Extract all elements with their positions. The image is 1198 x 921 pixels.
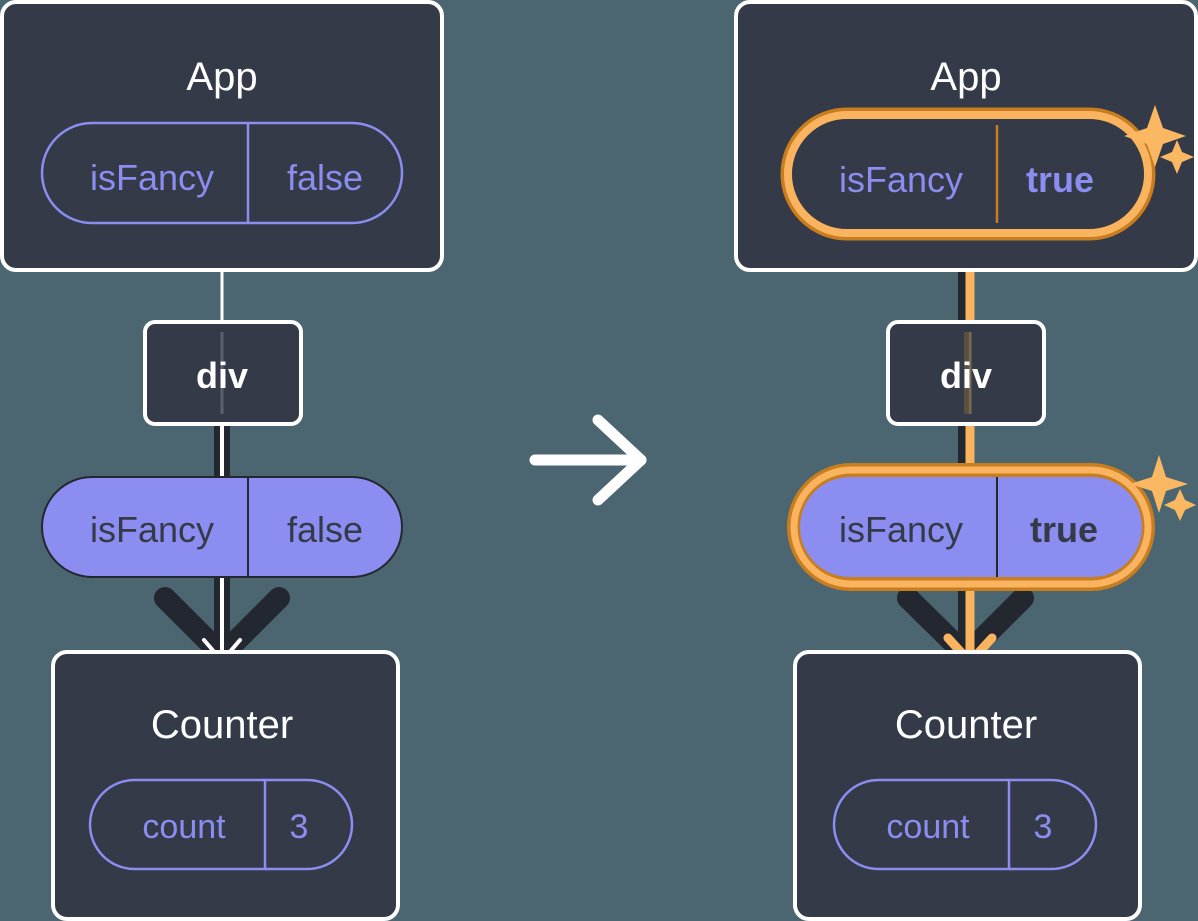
app-box-before — [0, 0, 444, 272]
prop-pill-value-before: false — [287, 509, 363, 550]
prop-pill-highlight-inner-after — [790, 466, 1152, 588]
app-box-title-before: App — [186, 55, 257, 99]
app-pill-highlight-inner-after — [784, 111, 1152, 237]
counter-pill-value-before: 3 — [290, 808, 309, 846]
counter-pill-before — [88, 778, 354, 871]
app-box-title-after: App — [930, 55, 1001, 99]
prop-pill-key-after: isFancy — [839, 509, 963, 550]
app-pill-before — [40, 121, 404, 225]
panel-after: App isFancy true div — [734, 0, 1198, 921]
prop-pill-before — [41, 476, 403, 578]
prop-pill-after — [800, 477, 1142, 577]
div-box-title-before: div — [196, 355, 248, 396]
counter-box-title-after: Counter — [895, 703, 1037, 747]
app-pill-key-after: isFancy — [839, 159, 963, 200]
app-pill-value-after: true — [1026, 159, 1094, 200]
counter-pill-after — [832, 778, 1098, 871]
transition-arrow-right-icon — [529, 414, 647, 506]
app-pill-key-before: isFancy — [90, 157, 214, 198]
sparkle-prop-icon — [1130, 455, 1196, 521]
counter-pill-key-after: count — [886, 808, 970, 846]
counter-box-before — [51, 650, 400, 921]
counter-box-title-before: Counter — [151, 703, 293, 747]
counter-pill-value-after: 3 — [1034, 808, 1053, 846]
counter-box-after — [793, 650, 1142, 921]
panel-before: App isFancy false div isFancy false Coun… — [0, 0, 444, 921]
app-pill-after — [792, 119, 1144, 229]
sparkle-app-icon — [1124, 105, 1194, 174]
counter-pill-key-before: count — [142, 808, 226, 846]
prop-pill-key-before: isFancy — [90, 509, 214, 550]
div-box-title-after: div — [940, 355, 992, 396]
prop-pill-value-after: true — [1030, 509, 1098, 550]
app-pill-value-before: false — [287, 157, 363, 198]
